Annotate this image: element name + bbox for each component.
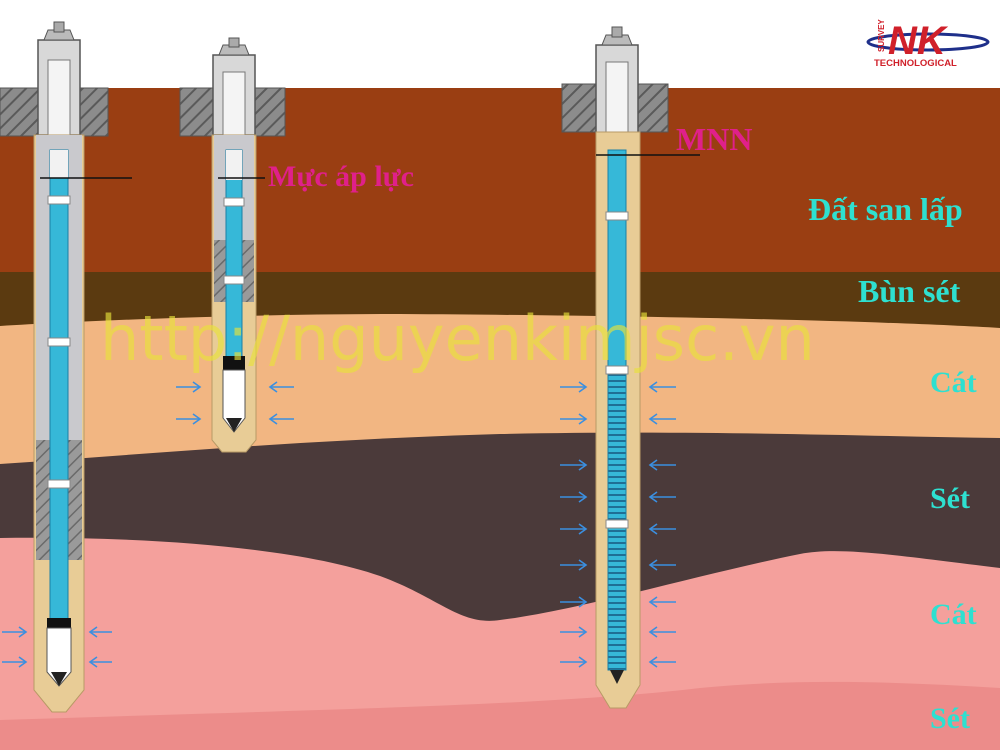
standpipe-well-3 bbox=[561, 26, 700, 709]
flow-arrow bbox=[560, 559, 588, 571]
layer-set-1 bbox=[0, 432, 1000, 623]
layer-label-bun-set: Bùn sét bbox=[858, 273, 961, 309]
flow-arrow bbox=[268, 381, 294, 393]
piezometer-well-2 bbox=[179, 37, 286, 453]
flow-arrow bbox=[2, 656, 28, 668]
layer-label-cat-1: Cát bbox=[930, 366, 977, 399]
watermark-text: http://nguyenkimjsc.vn bbox=[100, 302, 815, 375]
flow-arrow bbox=[88, 626, 112, 638]
flow-arrows bbox=[2, 381, 676, 668]
logo-mark: NK bbox=[888, 19, 949, 63]
flow-arrow bbox=[560, 381, 588, 393]
water-table-label: MNN bbox=[676, 121, 752, 157]
flow-arrow bbox=[2, 626, 28, 638]
pressure-level-label: Mực áp lực bbox=[268, 160, 414, 193]
logo-subtitle: TECHNOLOGICAL bbox=[874, 58, 957, 69]
flow-arrow bbox=[560, 491, 588, 503]
flow-arrow bbox=[648, 381, 676, 393]
company-logo: NK SURVEY TECHNOLOGICAL bbox=[866, 19, 990, 69]
flow-arrow bbox=[560, 459, 588, 471]
flow-arrow bbox=[560, 656, 588, 668]
flow-arrow bbox=[648, 559, 676, 571]
layer-label-set-1: Sét bbox=[930, 482, 970, 515]
logo-vertical-text: SURVEY bbox=[877, 19, 886, 52]
flow-arrow bbox=[648, 491, 676, 503]
layer-label-dat-san-lap: Đất san lấp bbox=[808, 191, 963, 227]
flow-arrow bbox=[176, 381, 202, 393]
layer-dat-san-lap bbox=[0, 88, 1000, 275]
flow-arrow bbox=[648, 459, 676, 471]
flow-arrow bbox=[560, 596, 588, 608]
layer-set-2 bbox=[0, 681, 1000, 750]
layer-label-set-2: Sét bbox=[930, 702, 970, 735]
flow-arrow bbox=[560, 626, 588, 638]
layer-cat-2 bbox=[0, 537, 1000, 722]
flow-arrow bbox=[268, 413, 294, 425]
flow-arrow bbox=[648, 626, 676, 638]
piezometer-well-1 bbox=[0, 21, 132, 713]
flow-arrow bbox=[648, 523, 676, 535]
flow-arrow bbox=[560, 413, 588, 425]
layer-label-cat-2: Cát bbox=[930, 598, 977, 631]
flow-arrow bbox=[176, 413, 202, 425]
flow-arrow bbox=[648, 656, 676, 668]
flow-arrow bbox=[88, 656, 112, 668]
flow-arrow bbox=[648, 413, 676, 425]
flow-arrow bbox=[648, 596, 676, 608]
flow-arrow bbox=[560, 523, 588, 535]
